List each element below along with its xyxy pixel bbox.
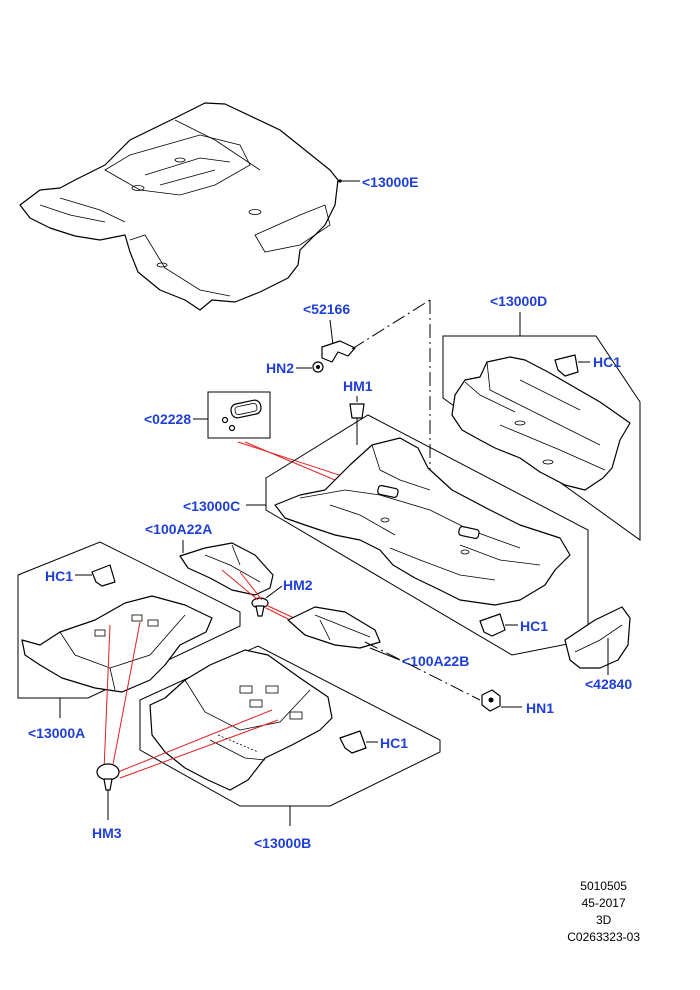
nut-hn2 <box>312 361 324 373</box>
label-13000a: <13000A <box>28 725 85 741</box>
red-callout-hm3-d <box>119 719 279 779</box>
badge-02228 <box>221 399 262 432</box>
label-hm2: HM2 <box>283 577 313 593</box>
label-13000d: <13000D <box>490 293 547 309</box>
footer-line-3: 3D <box>595 913 612 927</box>
red-callout-hm2-b <box>239 571 263 601</box>
front-carpet-13000b <box>149 649 333 791</box>
footer-line-1: 5010505 <box>580 879 627 893</box>
insulator-100a22a <box>179 542 274 596</box>
frame-02228 <box>207 391 271 439</box>
clip-hc1-top <box>554 354 579 377</box>
clip-hc1-mid <box>479 613 506 637</box>
dash-line-hn1 <box>364 641 481 701</box>
clip-hc1-bottom <box>339 730 367 754</box>
red-callout-hm2-a <box>221 569 259 601</box>
clip-hm1 <box>349 403 365 445</box>
label-13000e: <13000E <box>362 174 418 190</box>
label-13000b: <13000B <box>254 835 311 851</box>
trim-panel-42840 <box>564 606 631 669</box>
dash-line-52166 <box>351 299 431 350</box>
rear-carpet-13000d <box>451 356 631 491</box>
footer-line-2: 45-2017 <box>581 896 626 910</box>
nut-hn1 <box>481 689 501 712</box>
label-hm1: HM1 <box>343 378 373 394</box>
red-callout-hm3-b <box>111 621 141 771</box>
insulator-100a22b <box>287 606 381 649</box>
red-callout-hm3-c <box>117 709 273 773</box>
frame-13000b <box>139 645 441 807</box>
label-hc1-top: HC1 <box>593 354 621 370</box>
label-hc1-bottom: HC1 <box>380 735 408 751</box>
label-hc1-mid: HC1 <box>520 618 548 634</box>
label-100a22b: <100A22B <box>402 653 469 669</box>
front-carpet-13000a <box>21 595 213 693</box>
clip-hc1-left <box>91 564 116 587</box>
label-hm3: HM3 <box>92 825 122 841</box>
label-42840: <42840 <box>585 676 632 692</box>
label-02228: <02228 <box>144 411 191 427</box>
footer-line-4: C0263323-03 <box>567 930 640 944</box>
floor-carpet-13000e <box>19 102 339 311</box>
footer-reference: 5010505 45-2017 3D C0263323-03 <box>567 878 640 946</box>
label-13000c: <13000C <box>183 498 240 514</box>
frame-13000d <box>442 335 641 541</box>
label-100a22a: <100A22A <box>145 521 212 537</box>
clip-hm3 <box>96 763 120 791</box>
bracket-52166 <box>321 340 356 363</box>
label-hc1-left: HC1 <box>45 568 73 584</box>
frame-13000a <box>17 541 241 699</box>
middle-carpet-13000c <box>274 437 571 606</box>
clip-hm2 <box>251 597 269 617</box>
label-hn2: HN2 <box>266 360 294 376</box>
label-52166: <52166 <box>303 301 350 317</box>
label-hn1: HN1 <box>526 700 554 716</box>
red-callout-hm3-a <box>103 624 111 771</box>
